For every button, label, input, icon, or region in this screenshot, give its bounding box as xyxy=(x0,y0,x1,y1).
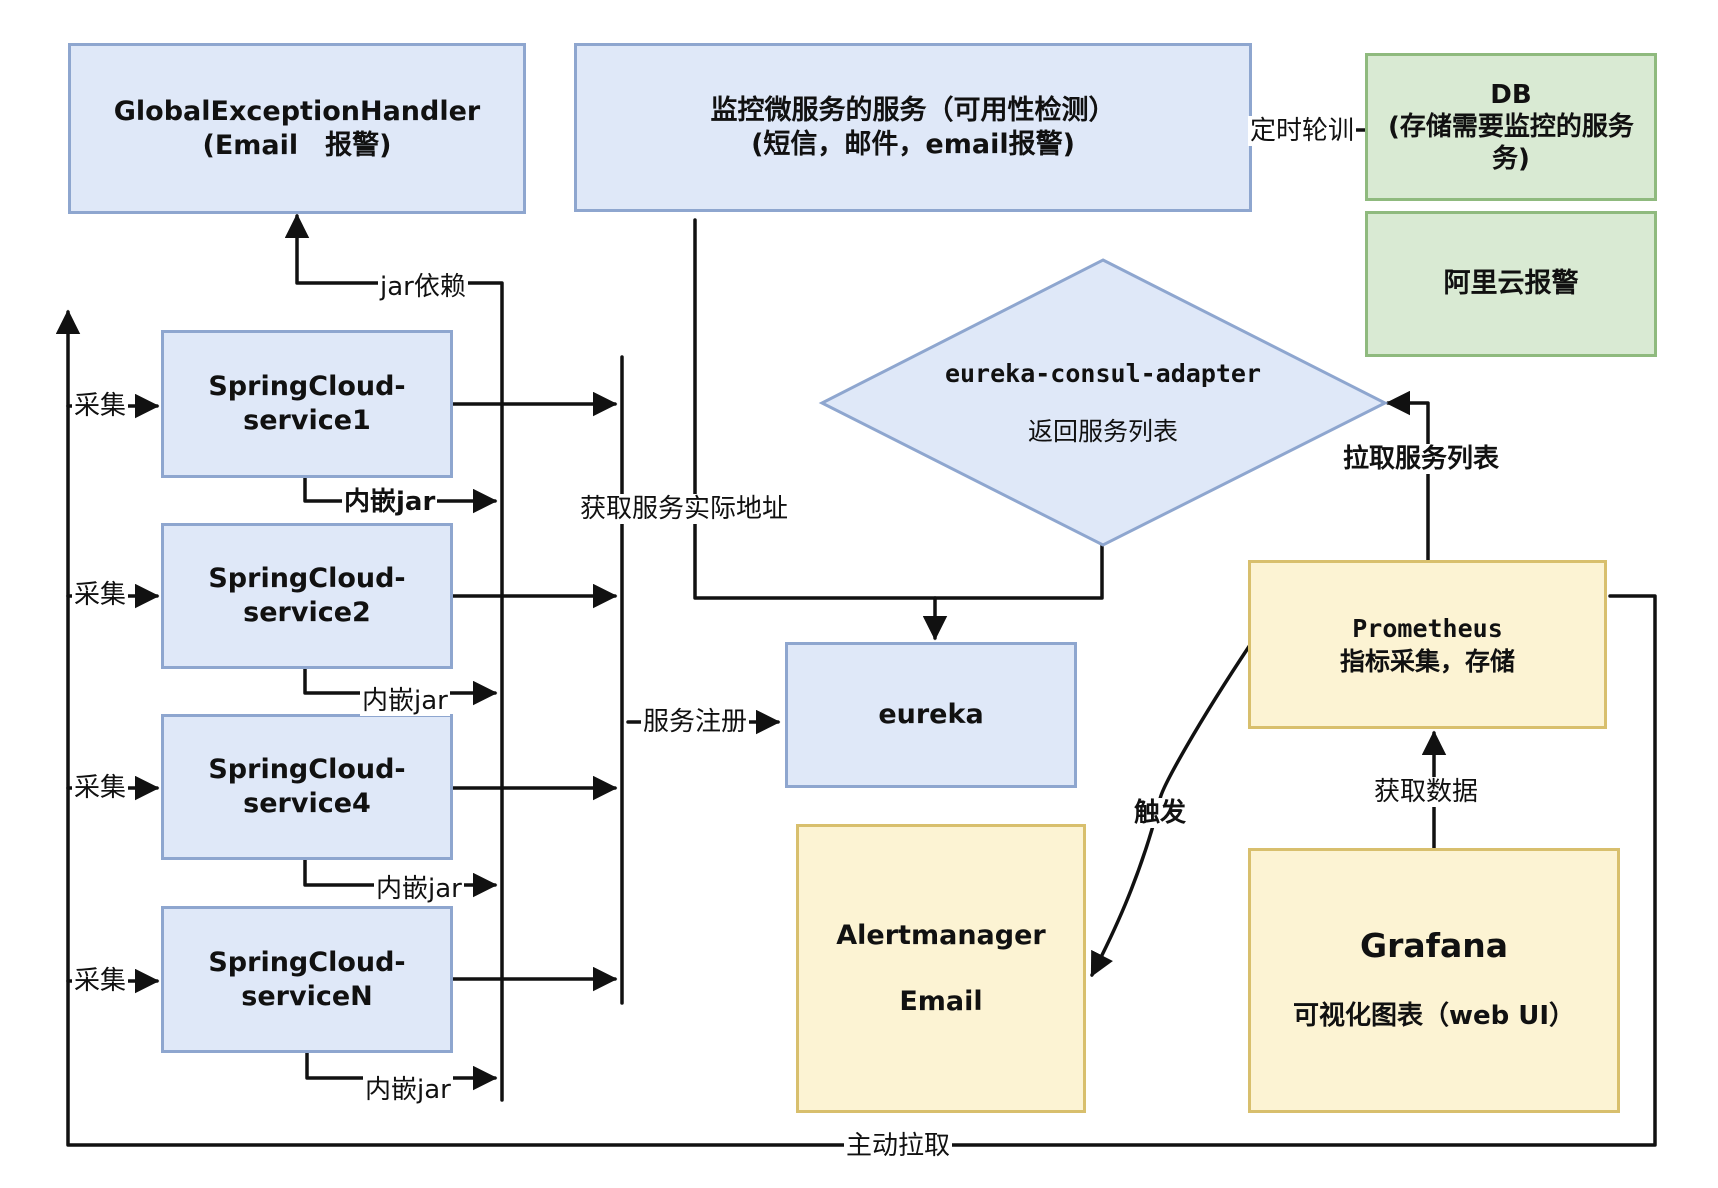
embed-label-1: 内嵌jar xyxy=(342,487,438,517)
prometheus-title: Prometheus xyxy=(1352,613,1503,643)
aliyun-alert-node: 阿里云报警 xyxy=(1365,211,1657,357)
serviceN-node: SpringCloud- serviceN xyxy=(161,906,453,1053)
aliyun-label: 阿里云报警 xyxy=(1443,268,1579,299)
global-handler-subtitle: (Email 报警) xyxy=(202,129,392,161)
register-label: 服务注册 xyxy=(641,707,750,737)
service1-node: SpringCloud- service1 xyxy=(161,330,453,478)
eureka-node: eureka xyxy=(785,642,1077,788)
global-exception-handler-node: GlobalExceptionHandler (Email 报警) xyxy=(68,43,526,214)
adapter-subtitle: 返回服务列表 xyxy=(1027,417,1178,446)
monitor-service-node: 监控微服务的服务（可用性检测） (短信，邮件，email报警) xyxy=(574,43,1252,212)
eureka-label: eureka xyxy=(878,699,984,730)
grafana-title: Grafana xyxy=(1359,925,1509,965)
get-address-label: 获取服务实际地址 xyxy=(578,494,791,524)
service2-line2: service2 xyxy=(243,597,371,628)
get-data-label: 获取数据 xyxy=(1372,777,1481,807)
grafana-subtitle: 可视化图表（web UI） xyxy=(1292,1000,1576,1031)
jar-dependency-label: jar依赖 xyxy=(378,272,468,302)
service2-node: SpringCloud- service2 xyxy=(161,523,453,669)
edge-pull-list xyxy=(1385,390,1430,562)
serviceN-line2: serviceN xyxy=(241,980,373,1012)
prometheus-subtitle: 指标采集，存储 xyxy=(1339,646,1515,676)
monitor-subtitle: (短信，邮件，email报警) xyxy=(751,128,1075,160)
trigger-label: 触发 xyxy=(1132,798,1189,828)
edge-get-address xyxy=(693,218,1104,600)
timer-poll-label: 定时轮训 xyxy=(1248,116,1357,146)
global-handler-title: GlobalExceptionHandler xyxy=(113,95,481,127)
service4-line2: service4 xyxy=(243,788,371,819)
collect-label-1: 采集 xyxy=(72,391,129,421)
service4-node: SpringCloud- service4 xyxy=(161,714,453,860)
alertmanager-title: Alertmanager xyxy=(836,919,1046,951)
collect-label-4: 采集 xyxy=(72,966,129,996)
db-title: DB xyxy=(1490,80,1532,110)
monitor-title: 监控微服务的服务（可用性检测） xyxy=(710,94,1116,126)
edge-active-pull xyxy=(55,309,1657,1147)
pull-list-label: 拉取服务列表 xyxy=(1341,444,1502,474)
db-node: DB (存储需要监控的服务 务) xyxy=(1365,53,1657,201)
alertmanager-subtitle: Email xyxy=(899,985,983,1017)
adapter-title: eureka-consul-adapter xyxy=(944,359,1262,388)
embed-label-3: 内嵌jar xyxy=(374,874,464,904)
serviceN-line1: SpringCloud- xyxy=(208,946,406,978)
service4-line1: SpringCloud- xyxy=(208,754,406,785)
embed-label-2: 内嵌jar xyxy=(360,686,450,716)
alertmanager-node: Alertmanager Email xyxy=(796,824,1086,1113)
service2-line1: SpringCloud- xyxy=(208,563,406,594)
collect-label-2: 采集 xyxy=(72,580,129,610)
embed-label-4: 内嵌jar xyxy=(363,1075,453,1105)
grafana-node: Grafana 可视化图表（web UI） xyxy=(1248,848,1620,1113)
adapter-diamond xyxy=(818,258,1389,547)
adapter-node: eureka-consul-adapter 返回服务列表 xyxy=(880,340,1326,466)
active-pull-label: 主动拉取 xyxy=(844,1131,953,1161)
db-subtitle-2: 务) xyxy=(1492,144,1530,174)
prometheus-node: Prometheus 指标采集，存储 xyxy=(1248,560,1607,729)
collect-label-3: 采集 xyxy=(72,773,129,803)
db-subtitle: (存储需要监控的服务 xyxy=(1388,112,1634,142)
service1-line1: SpringCloud- xyxy=(208,371,406,402)
service1-line2: service1 xyxy=(243,405,371,436)
